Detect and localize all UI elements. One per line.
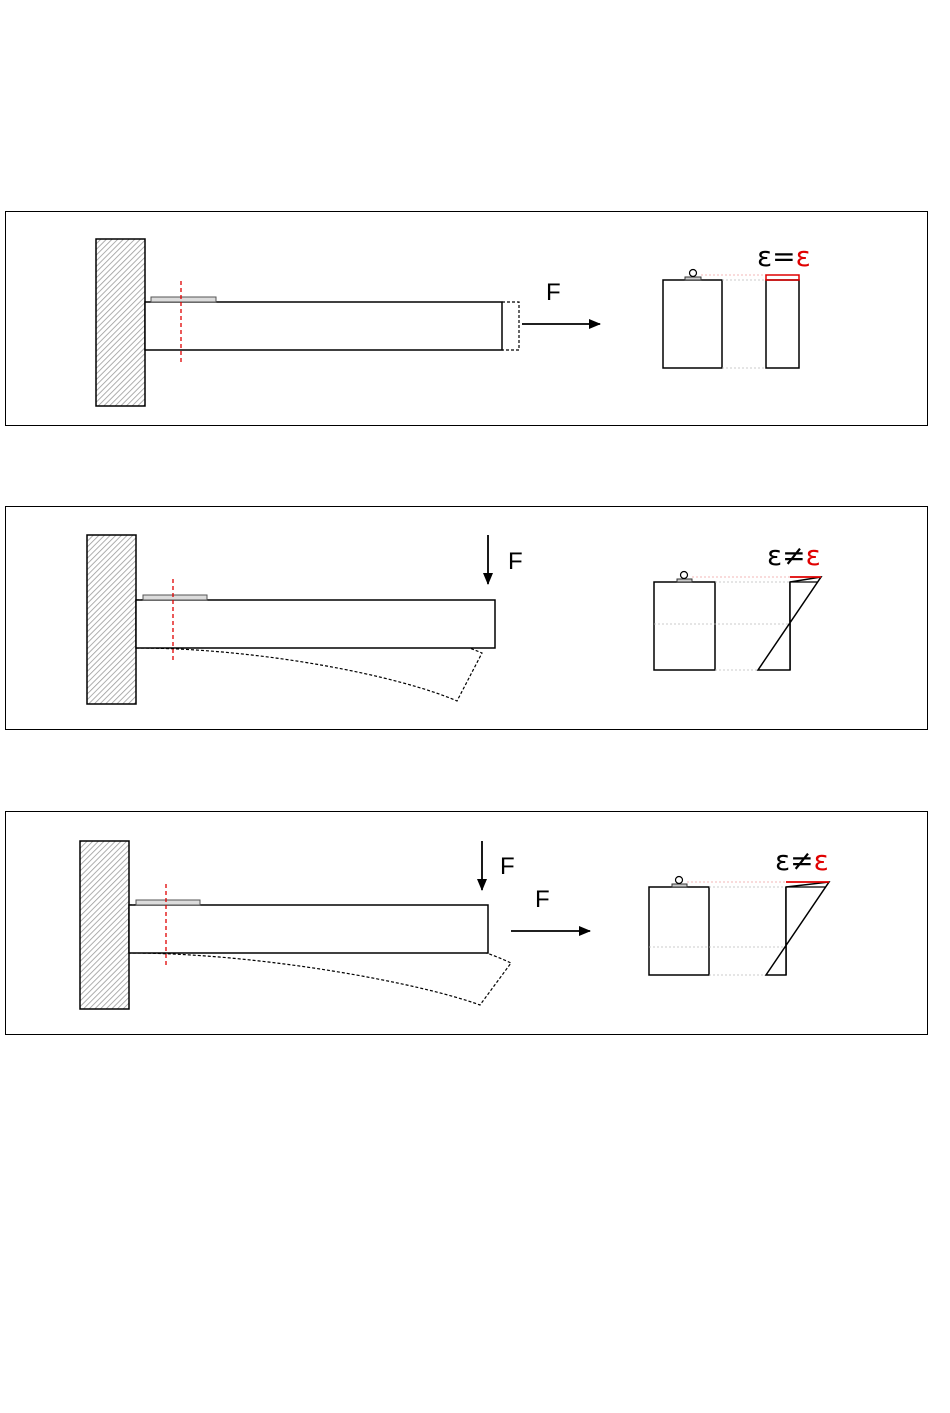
fixed-wall-3 [80, 841, 129, 1009]
panel-1: F ε=ε [96, 239, 811, 406]
strain-equation-2: ε≠ε [767, 539, 821, 572]
beam-1 [145, 302, 502, 350]
gauge-mount-3 [672, 884, 687, 887]
panel-3: F F ε≠ε [80, 841, 829, 1009]
strain-equation-1: ε=ε [757, 240, 811, 273]
panel-2: F ε≠ε [87, 535, 821, 704]
strain-distribution-linear-2 [758, 577, 821, 670]
strain-symbol-right: ε [814, 844, 829, 877]
elongated-beam-outline [502, 302, 519, 350]
cross-section-1 [663, 280, 722, 368]
strain-distribution-linear-3 [766, 882, 829, 975]
strain-relation: ≠ [790, 844, 813, 877]
force-label-bending-3: F [500, 853, 515, 880]
strain-symbol-left: ε [767, 539, 782, 572]
strain-symbol-left: ε [757, 240, 772, 273]
gauge-icon-1 [690, 270, 697, 277]
strain-gauge-3 [136, 900, 200, 905]
strain-symbol-right: ε [806, 539, 821, 572]
cross-section-2 [654, 582, 715, 670]
force-label-axial-3: F [535, 886, 550, 913]
gauge-icon-2 [681, 572, 688, 579]
fixed-wall-2 [87, 535, 136, 704]
strain-equation-3: ε≠ε [775, 844, 829, 877]
strain-distribution-uniform [766, 280, 799, 368]
force-label-bending-2: F [508, 548, 523, 575]
strain-gauge-1 [151, 297, 216, 302]
force-label-axial-1: F [546, 279, 561, 306]
cross-section-3 [649, 887, 709, 975]
gauge-icon-3 [676, 877, 683, 884]
gauge-mount-2 [677, 579, 692, 582]
gauge-mount-1 [685, 277, 701, 280]
fixed-wall-1 [96, 239, 145, 406]
beam-2 [136, 600, 495, 648]
strain-relation: = [772, 240, 795, 273]
beam-3 [129, 905, 488, 953]
strain-gauge-2 [143, 595, 207, 600]
strain-relation: ≠ [782, 539, 805, 572]
strain-symbol-right: ε [796, 240, 811, 273]
strain-symbol-left: ε [775, 844, 790, 877]
strain-increment-1 [766, 275, 799, 280]
